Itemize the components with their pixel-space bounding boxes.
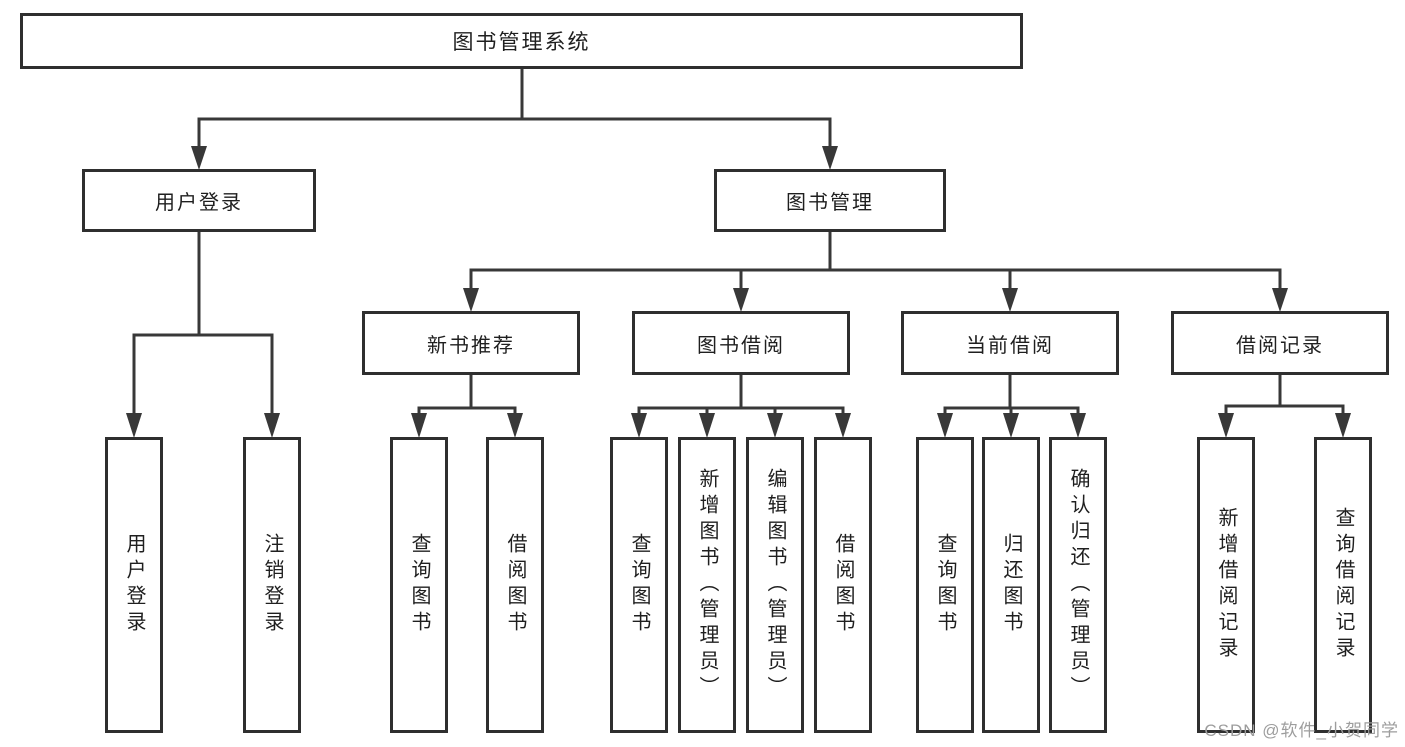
leaf-borrow-books-recommend: 借阅图书 xyxy=(486,437,544,733)
node-library-management-system: 图书管理系统 xyxy=(20,13,1023,69)
arrowhead xyxy=(733,288,749,312)
arrowhead xyxy=(264,413,280,438)
node-current-borrow: 当前借阅 xyxy=(901,311,1119,375)
node-new-book-recommend: 新书推荐 xyxy=(362,311,580,375)
arrowhead xyxy=(767,413,783,438)
leaf-query-borrow-record: 查询借阅记录 xyxy=(1314,437,1372,733)
arrowhead xyxy=(822,146,838,170)
connector-borrow-records-to-leaves xyxy=(1224,375,1345,415)
arrowhead xyxy=(1002,288,1018,312)
connector-root-to-level2 xyxy=(197,68,832,148)
arrowhead xyxy=(1070,413,1086,438)
csdn-watermark: CSDN @软件_小贺同学 xyxy=(1204,721,1399,740)
arrowhead xyxy=(937,413,953,438)
leaf-add-books-admin: 新增图书（管理员） xyxy=(678,437,736,733)
arrowhead xyxy=(126,413,142,438)
connector-user-login-to-leaves xyxy=(132,232,274,415)
node-book-borrow: 图书借阅 xyxy=(632,311,850,375)
arrowhead xyxy=(1218,413,1234,438)
node-user-login: 用户登录 xyxy=(82,169,316,232)
leaf-query-books-current: 查询图书 xyxy=(916,437,974,733)
leaf-query-books-recommend: 查询图书 xyxy=(390,437,448,733)
arrowhead xyxy=(835,413,851,438)
leaf-logout: 注销登录 xyxy=(243,437,301,733)
arrowhead xyxy=(463,288,479,312)
arrowhead xyxy=(411,413,427,438)
arrowhead xyxy=(507,413,523,438)
leaf-return-books: 归还图书 xyxy=(982,437,1040,733)
node-book-management: 图书管理 xyxy=(714,169,946,232)
arrowhead xyxy=(1272,288,1288,312)
leaf-user-login: 用户登录 xyxy=(105,437,163,733)
connector-new-book-rec-to-leaves xyxy=(417,375,517,415)
arrowhead xyxy=(191,146,207,170)
node-borrow-records: 借阅记录 xyxy=(1171,311,1389,375)
connector-book-mgmt-to-level3 xyxy=(469,232,1282,290)
leaf-edit-books-admin: 编辑图书（管理员） xyxy=(746,437,804,733)
leaf-confirm-return-admin: 确认归还（管理员） xyxy=(1049,437,1107,733)
arrowhead xyxy=(699,413,715,438)
leaf-add-borrow-record: 新增借阅记录 xyxy=(1197,437,1255,733)
leaf-query-books-borrow: 查询图书 xyxy=(610,437,668,733)
arrowhead xyxy=(1003,413,1019,438)
arrowhead xyxy=(631,413,647,438)
arrowhead xyxy=(1335,413,1351,438)
leaf-borrow-books: 借阅图书 xyxy=(814,437,872,733)
connector-current-borrow-to-leaves xyxy=(943,375,1080,415)
connector-book-borrow-to-leaves xyxy=(637,375,845,415)
